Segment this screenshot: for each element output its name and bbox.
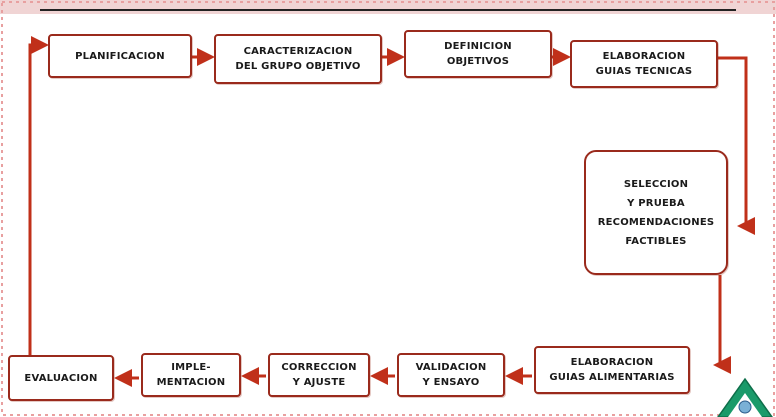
step-implementacion: IMPLE- MENTACION bbox=[141, 353, 241, 397]
arrow-eval-to-plan bbox=[28, 36, 49, 355]
step-caracterizacion: CARACTERIZACION DEL GRUPO OBJETIVO bbox=[214, 34, 382, 84]
step-validacion: VALIDACION Y ENSAYO bbox=[397, 353, 505, 397]
step-correccion: CORRECCION Y AJUSTE bbox=[268, 353, 370, 397]
step-elaboracion-guias-tecnicas: ELABORACION GUIAS TECNICAS bbox=[570, 40, 718, 88]
step-planificacion: PLANIFICACION bbox=[48, 34, 192, 78]
step-evaluacion: EVALUACION bbox=[8, 355, 114, 401]
step-seleccion: SELECCION Y PRUEBA RECOMENDACIONES FACTI… bbox=[584, 150, 728, 275]
step-definicion: DEFINICION OBJETIVOS bbox=[404, 30, 552, 78]
triangle-emblem-icon bbox=[717, 377, 773, 417]
arrow-selec-to-elabalim bbox=[713, 275, 731, 374]
arrow-elab-to-selec bbox=[718, 56, 755, 235]
step-elaboracion-guias-alimentarias: ELABORACION GUIAS ALIMENTARIAS bbox=[534, 346, 690, 394]
